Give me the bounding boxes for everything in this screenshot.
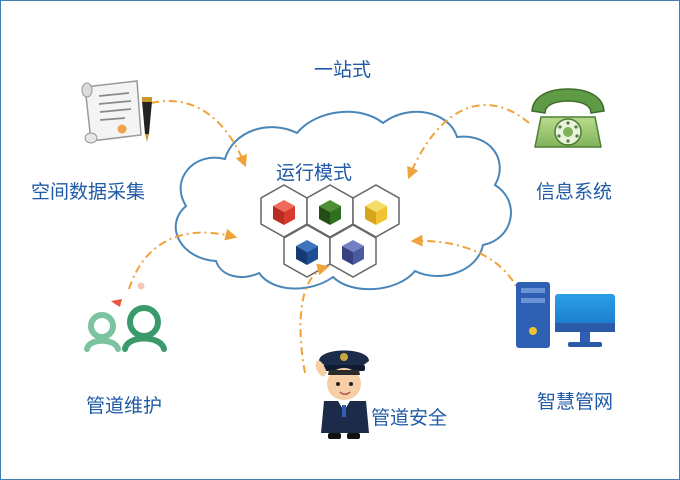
- arrow-safety: [299, 263, 330, 374]
- cube-cluster: [260, 184, 400, 278]
- people-chat-icon: [84, 282, 167, 352]
- arrow-maintenance: [128, 228, 238, 290]
- police-officer-icon: [315, 350, 369, 439]
- arrow-info-system: [407, 103, 530, 180]
- cube-yellow: [365, 200, 387, 225]
- smart-pipeline-network-label: 智慧管网: [537, 391, 614, 413]
- telephone-icon: [531, 88, 605, 148]
- document-pen-icon: [81, 80, 152, 144]
- spatial-data-collection-label: 空间数据采集: [31, 181, 146, 203]
- pipeline-safety-label: 管道安全: [371, 407, 448, 429]
- cube-red: [273, 200, 295, 225]
- computer-icon: [516, 282, 615, 348]
- cube-blue: [296, 240, 318, 265]
- arrow-data-collection: [150, 100, 247, 168]
- cube-green: [319, 200, 341, 225]
- information-system-label: 信息系统: [536, 181, 613, 203]
- one-stop-label: 一站式: [314, 59, 372, 81]
- cube-slate: [342, 240, 364, 265]
- arrow-smart-network: [410, 234, 522, 298]
- operation-mode-label: 运行模式: [276, 162, 353, 184]
- pipeline-maintenance-label: 管道维护: [86, 395, 163, 417]
